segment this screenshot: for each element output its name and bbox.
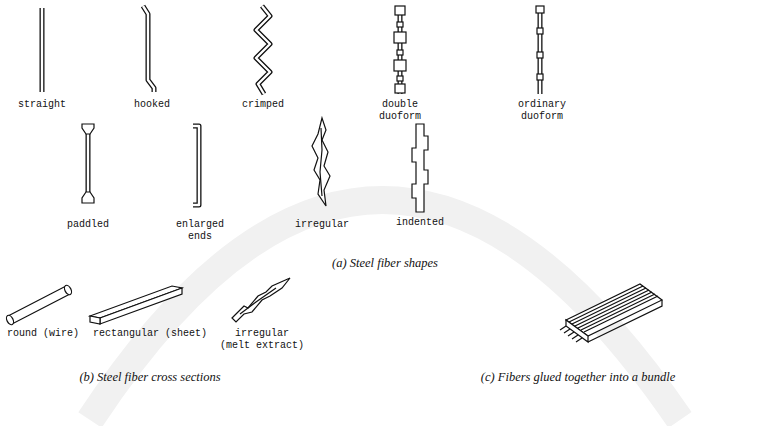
shape-label: straight	[7, 99, 77, 111]
shape-label: paddled	[53, 219, 123, 231]
shape-label: ordinary duoform	[513, 99, 571, 123]
shape-label: double duoform	[371, 99, 429, 123]
shape-label: indented	[385, 217, 455, 229]
figure-caption: (a) Steel fiber shapes	[255, 256, 515, 271]
melt-extract-section	[232, 278, 290, 322]
hooked-fiber	[143, 6, 154, 92]
double-duoform-fiber	[394, 6, 406, 94]
crimped-fiber	[256, 6, 270, 94]
irregular-fiber	[312, 118, 330, 206]
rectangular-sheet-section	[90, 286, 182, 324]
fiber-bundle	[560, 284, 662, 342]
round-wire-section	[5, 284, 73, 326]
section-label: round (wire)	[3, 328, 83, 340]
enlarged-ends-fiber	[193, 126, 199, 205]
shape-label: irregular	[287, 219, 357, 231]
straight-fiber	[42, 8, 43, 92]
section-label: rectangular (sheet)	[88, 328, 212, 340]
indented-fiber	[412, 124, 428, 212]
section-label: irregular (melt extract)	[220, 328, 304, 352]
shape-label: enlarged ends	[173, 219, 227, 243]
paddled-fiber	[82, 124, 94, 203]
figure-caption: (c) Fibers glued together into a bundle	[398, 370, 758, 385]
ordinary-duoform-fiber	[536, 6, 544, 94]
shape-label: crimped	[228, 99, 298, 111]
figure-caption: (b) Steel fiber cross sections	[5, 370, 295, 385]
shape-label: hooked	[117, 99, 187, 111]
watermark-arc	[90, 200, 680, 420]
